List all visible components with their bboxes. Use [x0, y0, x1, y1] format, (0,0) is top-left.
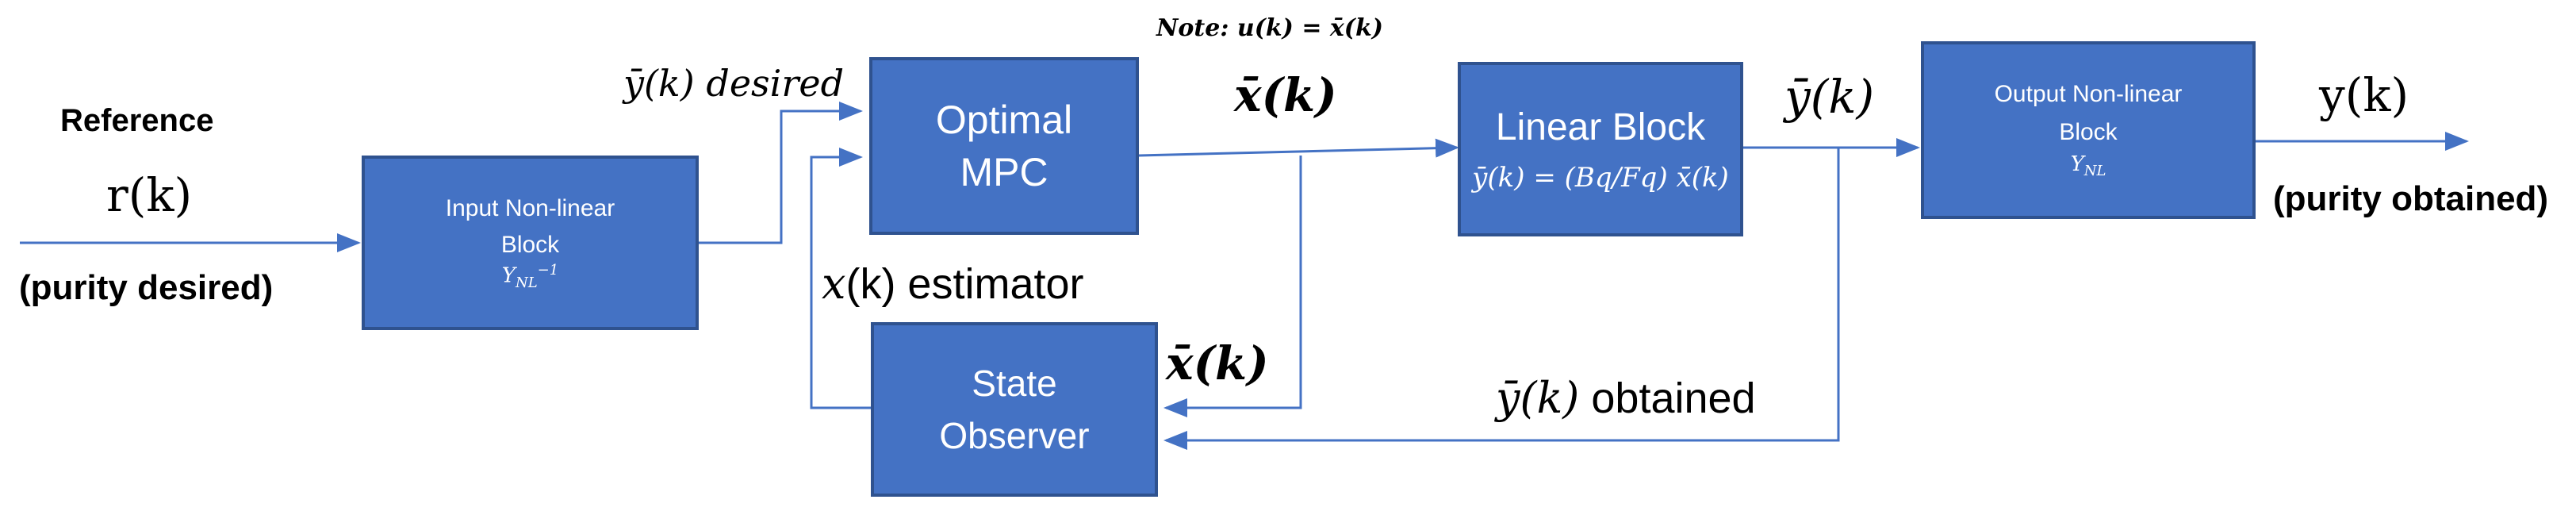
state-observer-block: State Observer [871, 322, 1158, 497]
input-block-line1: Input Non-linear [445, 194, 615, 221]
arrow-mpc-to-linear [1138, 138, 1459, 158]
mpc-line1: Optimal [935, 98, 1073, 142]
xbar-top-label: x̄(k) [1234, 68, 1337, 122]
linear-block-title: Linear Block [1495, 106, 1706, 148]
arrow-mpc-to-observer [1163, 156, 1302, 417]
optimal-mpc-block: Optimal MPC [869, 57, 1139, 235]
output-block-line2: Block [2059, 118, 2118, 145]
ydesired-label: ȳ(k) desired [623, 62, 845, 105]
arrow-observer-to-mpc [810, 148, 871, 409]
arrow-input-to-mpc [699, 102, 863, 244]
observer-line2: Observer [939, 415, 1090, 456]
estimator-label: x(k) estimator [822, 259, 1084, 309]
yobtained-text: obtained [1591, 375, 1756, 422]
mpc-line2: MPC [960, 150, 1048, 194]
reference-title: Reference [60, 103, 214, 138]
output-caption: (purity obtained) [2273, 179, 2549, 218]
linear-block-equation: ȳ(k) = (Bq/Fq) x̄(k) [1472, 161, 1729, 194]
ybar-label: ȳ(k) [1784, 70, 1875, 124]
linear-block: Linear Block ȳ(k) = (Bq/Fq) x̄(k) [1458, 62, 1743, 236]
reference-caption: (purity desired) [19, 268, 274, 307]
note-label: Note: u(k) = x̄(k) [1156, 14, 1383, 42]
yobtained-label: ȳ(k) obtained [1496, 373, 1756, 423]
estimator-var: x [822, 259, 846, 309]
input-block-symbol: YNL−1 [501, 261, 559, 291]
output-nonlinear-block: Output Non-linear Block YNL [1921, 41, 2256, 219]
reference-signal: r(k) [106, 168, 193, 222]
xbar-bottom-label: x̄(k) [1166, 336, 1269, 390]
estimator-rest: (k) estimator [845, 260, 1084, 308]
observer-line1: State [972, 363, 1057, 404]
input-block-line2: Block [500, 231, 560, 258]
output-block-line1: Output Non-linear [1994, 80, 2183, 107]
output-block-symbol: YNL [2070, 152, 2106, 180]
yobtained-symbol: ȳ(k) [1496, 373, 1580, 423]
input-nonlinear-block: Input Non-linear Block YNL−1 [362, 156, 699, 330]
arrow-linear-to-observer [1163, 148, 1840, 450]
output-signal: y(k) [2319, 68, 2409, 122]
